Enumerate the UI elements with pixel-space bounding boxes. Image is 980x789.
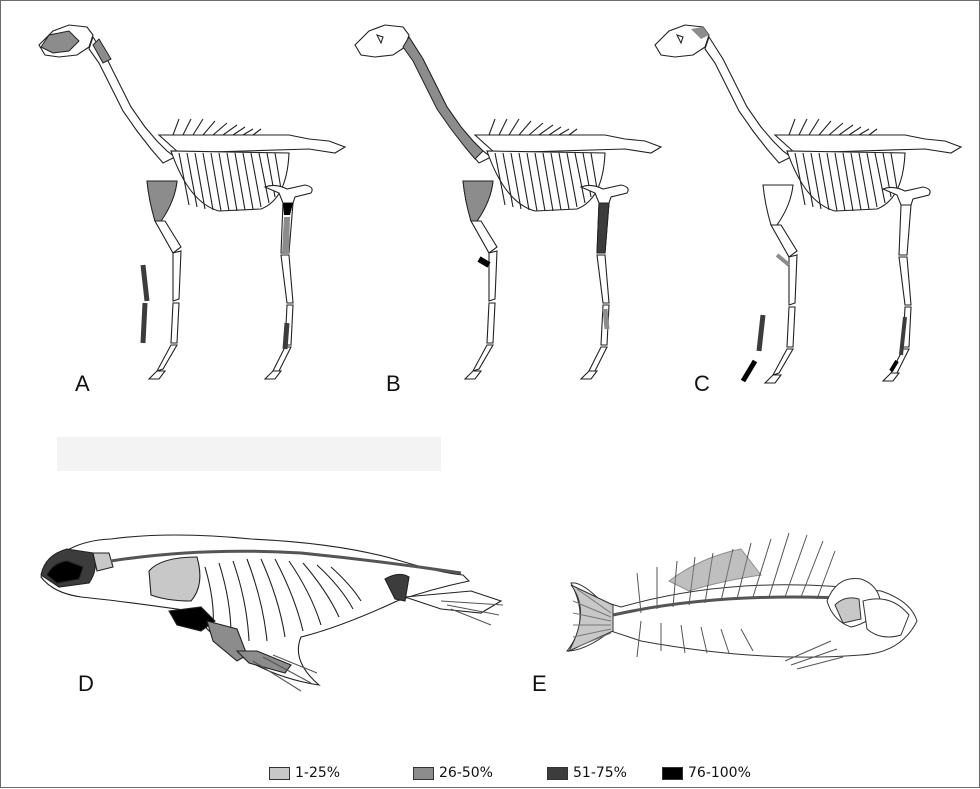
panel-label-b: B (386, 373, 401, 395)
legend-swatch (413, 767, 434, 780)
hindlimb-c (883, 187, 930, 381)
seal-skeleton (41, 535, 503, 691)
legend-item-26-50: 26-50% (413, 765, 493, 781)
forelimb-a (143, 181, 181, 379)
panel-label-e: E (532, 673, 547, 695)
legend-swatch (269, 767, 290, 780)
legend-item-1-25: 1-25% (269, 765, 340, 781)
legend-label: 51-75% (573, 765, 627, 781)
panel-label-d: D (78, 673, 94, 695)
legend-label: 76-100% (688, 765, 751, 781)
forelimb-b (463, 181, 497, 379)
hindlimb-a (265, 185, 312, 379)
horse-skeleton-c (655, 25, 961, 211)
legend-swatch (547, 767, 568, 780)
panel-label-c: C (694, 373, 710, 395)
legend-item-76-100: 76-100% (662, 765, 751, 781)
horse-skeleton-a (39, 25, 345, 211)
fish-skeleton (567, 533, 917, 669)
panel-label-a: A (75, 373, 90, 395)
forelimb-c (743, 185, 797, 383)
legend-label: 1-25% (295, 765, 340, 781)
legend-swatch (662, 767, 683, 780)
hindlimb-b (581, 185, 628, 379)
horse-skeleton-b (355, 25, 661, 211)
legend-label: 26-50% (439, 765, 493, 781)
legend-item-51-75: 51-75% (547, 765, 627, 781)
